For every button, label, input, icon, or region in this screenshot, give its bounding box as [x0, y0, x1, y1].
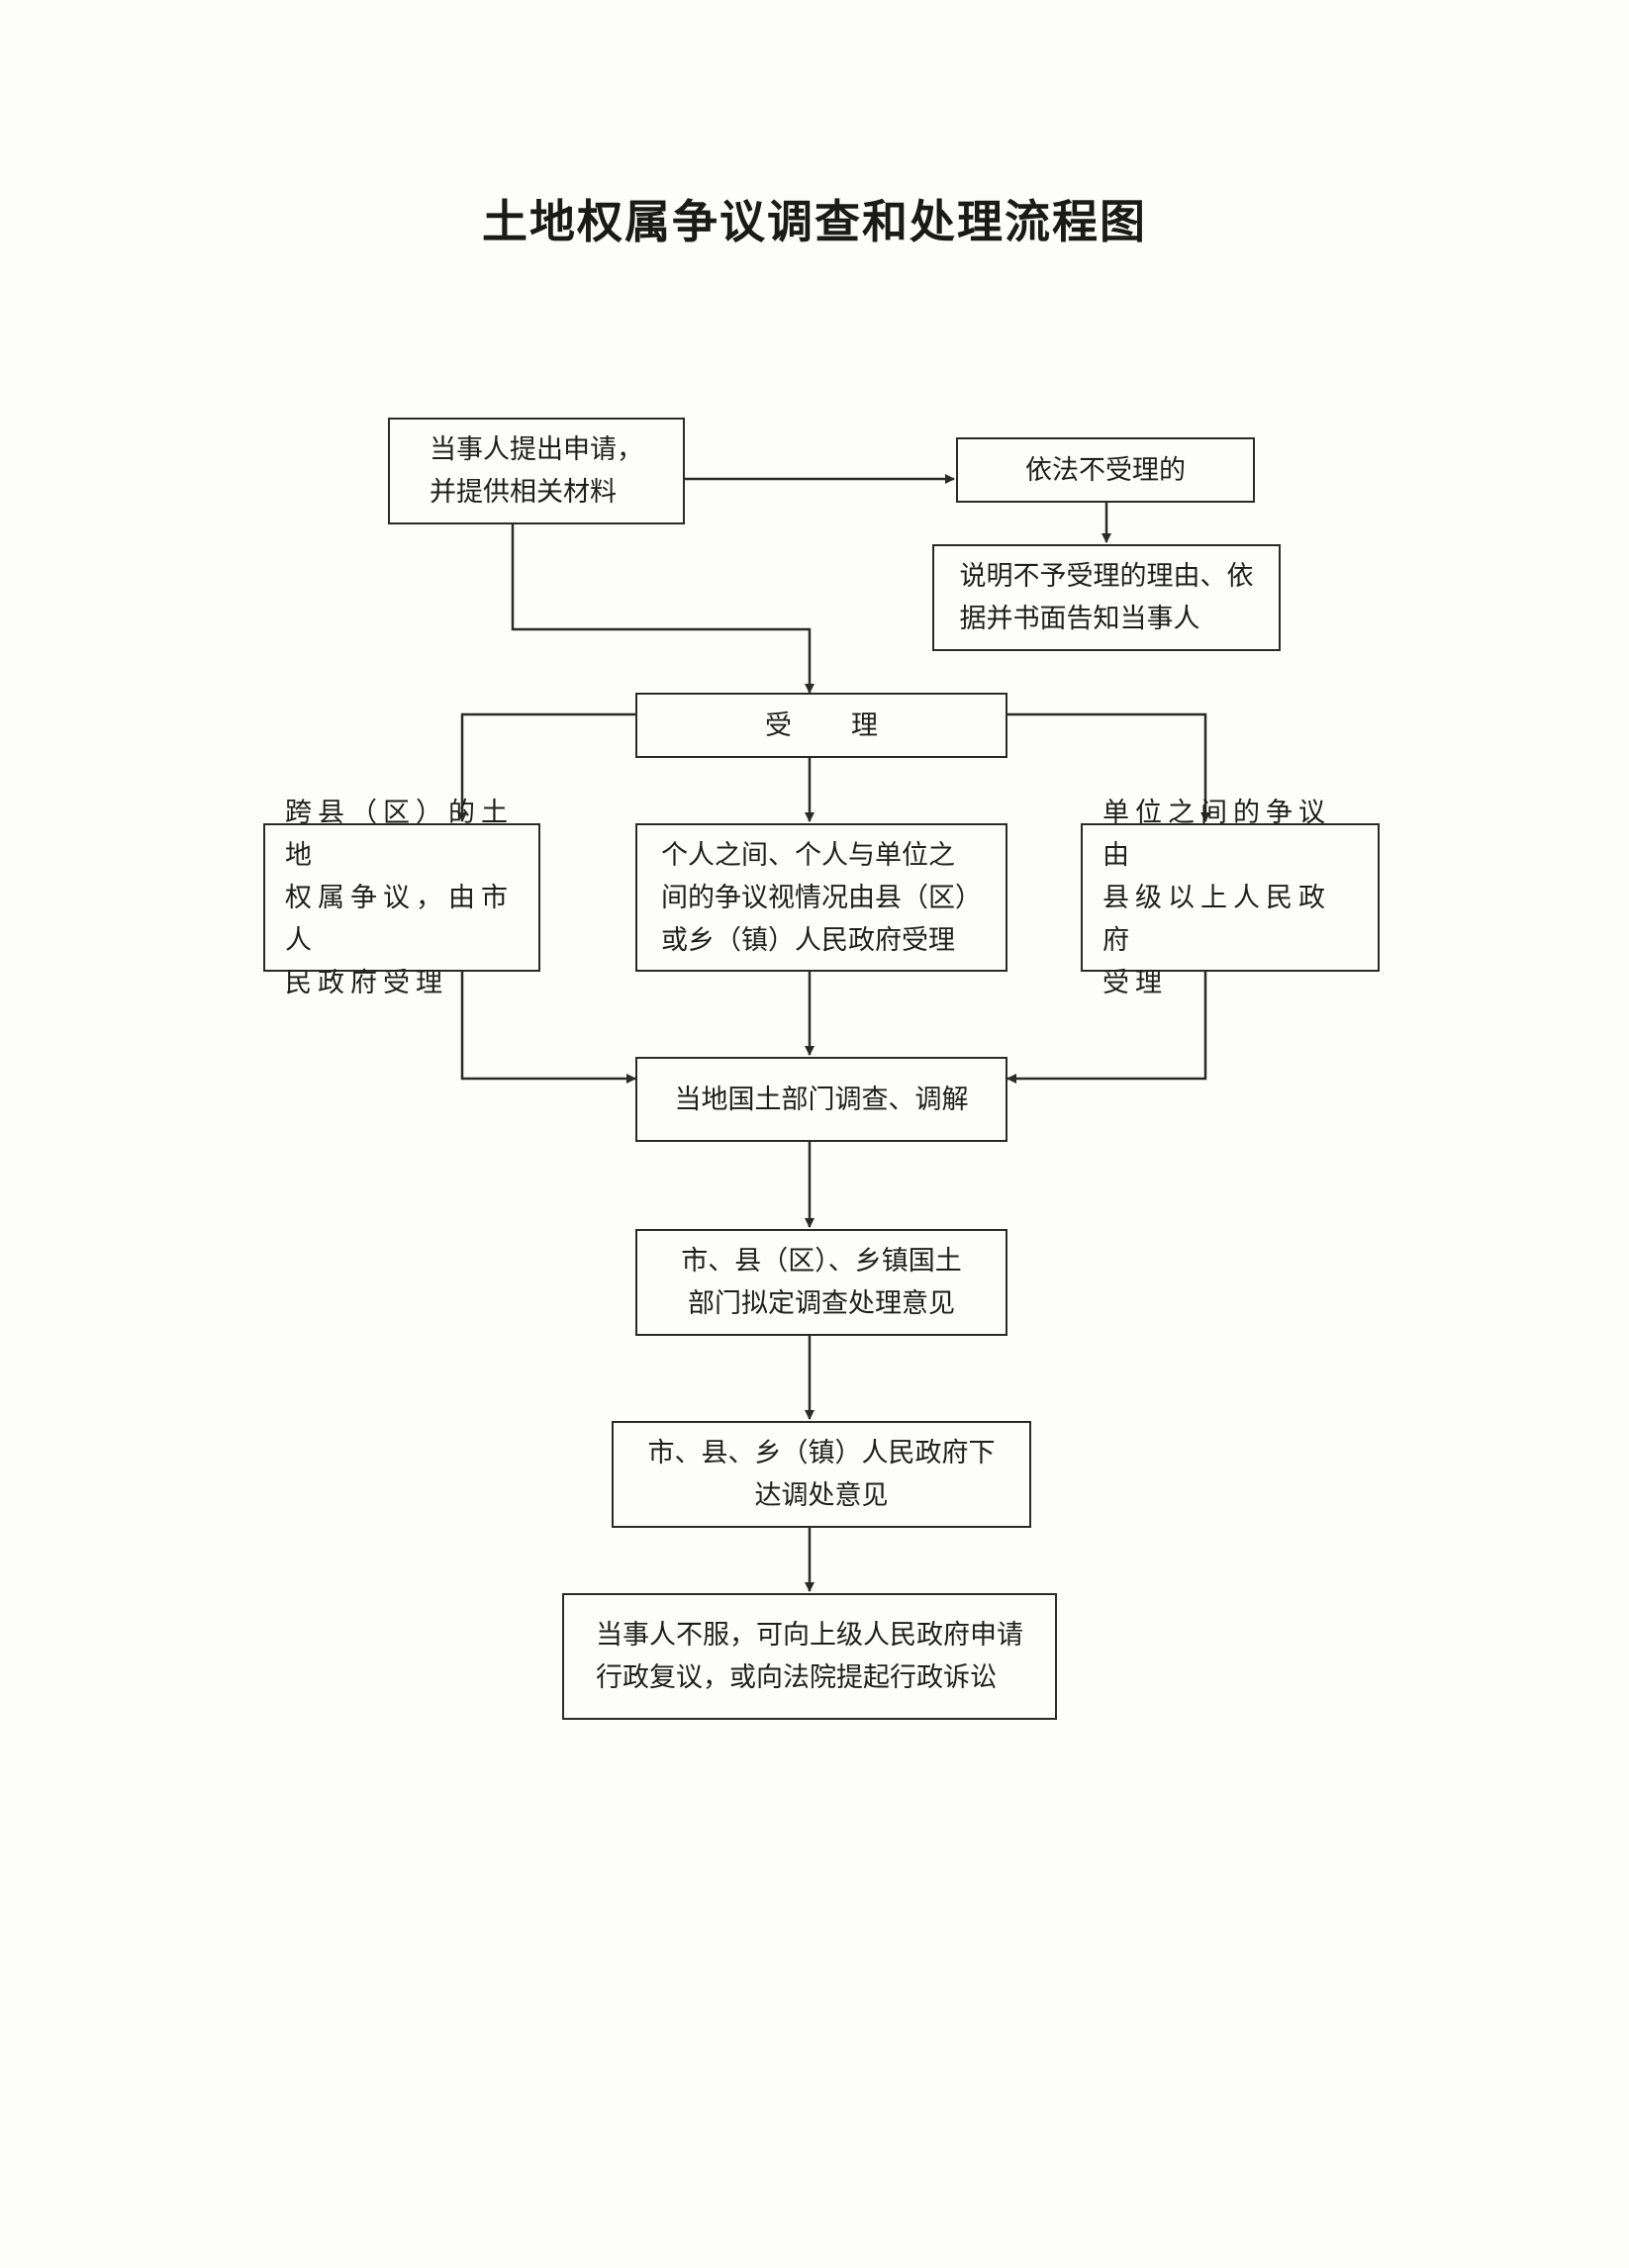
node-individual: 个人之间、个人与单位之 间的争议视情况由县（区） 或乡（镇）人民政府受理: [635, 823, 1007, 972]
node-units: 单位之间的争议由 县级以上人民政府 受理: [1081, 798, 1380, 998]
node-apply-text: 当事人提出申请， 并提供相关材料: [430, 434, 643, 508]
node-reject-notice-text: 说明不予受理的理由、依 据并书面告知当事人: [959, 561, 1254, 634]
node-accept: 受理: [635, 693, 1007, 758]
arrow-accept-to-units: [1007, 712, 1210, 822]
node-reject-notice: 说明不予受理的理由、依 据并书面告知当事人: [932, 544, 1281, 651]
node-appeal-text: 当事人不服，可向上级人民政府申请 行政复议，或向法院提起行政诉讼: [596, 1620, 1023, 1693]
node-issue-opinion-text: 市、县、乡（镇）人民政府下 达调处意见: [647, 1438, 996, 1511]
node-accept-text: 受理: [765, 709, 937, 741]
node-appeal: 当事人不服，可向上级人民政府申请 行政复议，或向法院提起行政诉讼: [562, 1593, 1057, 1720]
node-cross-county-text: 跨县（区）的土地 权属争议，由市人 民政府受理: [285, 797, 514, 998]
arrow-accept-to-cross-county: [457, 712, 635, 822]
node-reject: 依法不受理的: [956, 437, 1255, 503]
arrow-apply-to-accept: [511, 524, 814, 694]
diagram-title: 土地权属争议调查和处理流程图: [482, 195, 1147, 248]
node-investigate: 当地国土部门调查、调解: [635, 1057, 1007, 1142]
node-individual-text: 个人之间、个人与单位之 间的争议视情况由县（区） 或乡（镇）人民政府受理: [661, 839, 982, 956]
arrow-cross-county-to-investigate: [460, 972, 636, 1084]
node-investigate-text: 当地国土部门调查、调解: [674, 1084, 969, 1115]
node-apply: 当事人提出申请， 并提供相关材料: [388, 418, 685, 524]
arrow-units-to-investigate: [1006, 972, 1207, 1084]
node-reject-text: 依法不受理的: [1025, 454, 1186, 486]
node-units-text: 单位之间的争议由 县级以上人民政府 受理: [1102, 797, 1331, 998]
node-draft-opinion-text: 市、县（区）、乡镇国土 部门拟定调查处理意见: [681, 1246, 962, 1319]
node-draft-opinion: 市、县（区）、乡镇国土 部门拟定调查处理意见: [635, 1229, 1007, 1336]
node-cross-county: 跨县（区）的土地 权属争议，由市人 民政府受理: [263, 798, 540, 998]
node-issue-opinion: 市、县、乡（镇）人民政府下 达调处意见: [612, 1421, 1031, 1528]
